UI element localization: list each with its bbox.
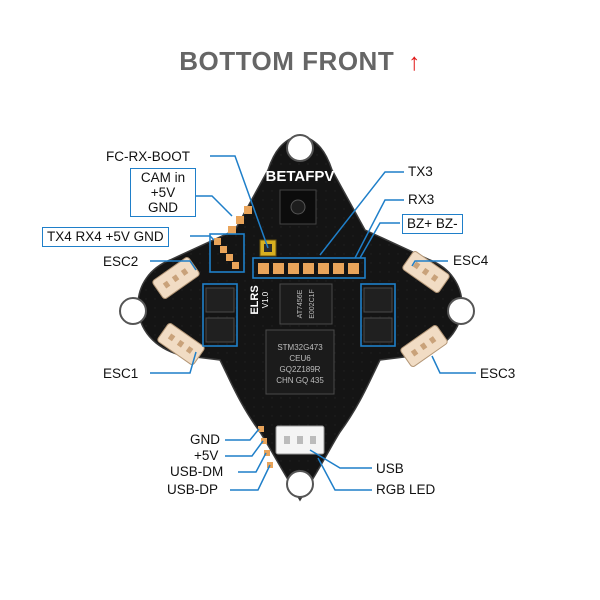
svg-text:CHN GQ 435: CHN GQ 435 — [276, 376, 324, 385]
tx4-highlight — [209, 233, 245, 273]
label-tx3: TX3 — [408, 164, 433, 179]
esc2-connector — [152, 257, 200, 299]
label-usb-dm: USB-DM — [170, 464, 224, 479]
cam-pads — [228, 206, 252, 234]
right-fet-highlight — [360, 283, 396, 347]
osd-chip: AT7456E E002C1F — [279, 283, 333, 325]
left-fet-highlight — [202, 283, 238, 347]
brand-text: BETAFPV — [266, 168, 335, 185]
label-cam-gnd: GND — [148, 200, 178, 215]
label-esc2: ESC2 — [103, 254, 139, 269]
leader-lines — [150, 155, 476, 491]
esc-mosfets-left — [205, 287, 235, 343]
mount-hole-top — [286, 134, 314, 162]
usb-connector — [275, 425, 325, 455]
label-tx4-group: TX4 RX4 +5V GND — [42, 227, 169, 247]
label-cam-in: CAM in — [140, 170, 186, 185]
label-rgb-led: RGB LED — [376, 482, 436, 497]
label-5v: +5V — [194, 448, 219, 463]
tx4-pads — [214, 238, 239, 269]
label-rx3: RX3 — [408, 192, 435, 207]
svg-text:STM32G473: STM32G473 — [277, 343, 323, 352]
pad-row-highlight — [252, 257, 366, 279]
label-cam-5v: +5V — [150, 185, 176, 200]
svg-text:E002C1F: E002C1F — [309, 289, 316, 319]
label-usb: USB — [376, 461, 404, 476]
label-fc-rx-boot: FC-RX-BOOT — [106, 149, 190, 164]
mcu-chip: STM32G473 CEU6 GQ2Z189R CHN GQ 435 — [265, 329, 335, 395]
esc3-connector — [400, 325, 448, 367]
svg-text:AT7456E: AT7456E — [297, 289, 304, 318]
pad-row — [258, 263, 359, 274]
mount-hole-bottom — [286, 470, 314, 498]
label-esc1: ESC1 — [103, 366, 139, 381]
model-text: ELRS — [249, 285, 261, 314]
version-text: V1.0 — [261, 291, 270, 308]
label-esc4: ESC4 — [453, 253, 489, 268]
label-esc3: ESC3 — [480, 366, 516, 381]
esc-mosfets-right — [363, 287, 393, 343]
label-gnd: GND — [190, 432, 220, 447]
arrow-up-icon: ↑ — [408, 49, 421, 76]
diagram-title: BOTTOM FRONT↑ — [179, 46, 421, 76]
mount-hole-left — [119, 297, 147, 325]
svg-text:GQ2Z189R: GQ2Z189R — [280, 365, 321, 374]
label-cam-group: CAM in +5V GND — [130, 168, 196, 217]
rx-module-chip — [279, 189, 317, 225]
label-bz: BZ+ BZ- — [402, 214, 463, 234]
mount-hole-right — [447, 297, 475, 325]
svg-text:CEU6: CEU6 — [289, 354, 311, 363]
esc1-connector — [157, 323, 205, 365]
label-usb-dp: USB-DP — [167, 482, 219, 497]
